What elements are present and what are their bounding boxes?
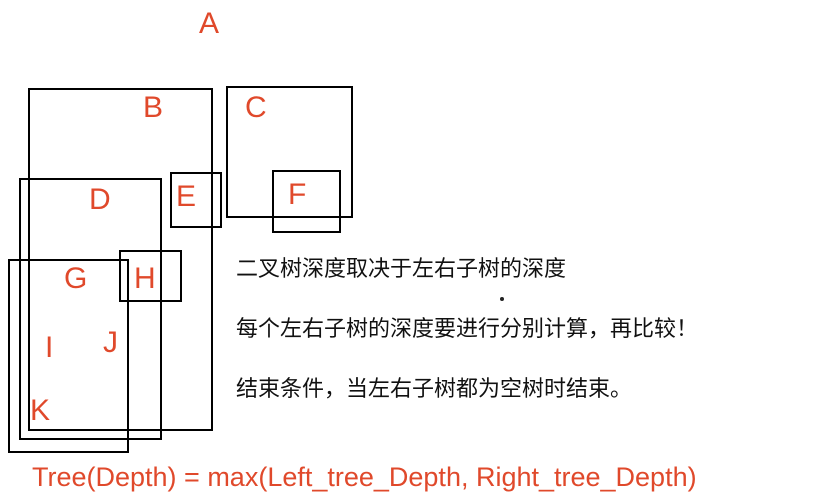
note-line-2: 每个左右子树的深度要进行分别计算，再比较！ (236, 317, 699, 342)
node-label-e: E (176, 180, 197, 213)
node-label-c: C (245, 91, 267, 124)
box-f (272, 170, 341, 233)
node-label-k: K (30, 394, 51, 427)
node-label-f: F (288, 178, 307, 211)
depth-formula: Tree(Depth) = max(Left_tree_Depth, Right… (32, 462, 697, 492)
box-d (19, 178, 162, 440)
box-e (170, 172, 222, 228)
note-line-3: 结束条件，当左右子树都为空树时结束。 (236, 377, 633, 402)
node-label-i: I (45, 331, 54, 364)
box-g (8, 259, 129, 453)
node-label-d: D (89, 183, 111, 216)
node-label-h: H (134, 262, 156, 295)
node-label-j: J (103, 326, 118, 359)
cursor-dot (500, 297, 504, 301)
node-label-g: G (64, 262, 88, 295)
note-line-1: 二叉树深度取决于左右子树的深度 (236, 257, 567, 282)
box-c (226, 86, 353, 218)
node-label-b: B (143, 91, 164, 124)
box-h (119, 250, 182, 302)
node-label-a: A (199, 7, 220, 40)
